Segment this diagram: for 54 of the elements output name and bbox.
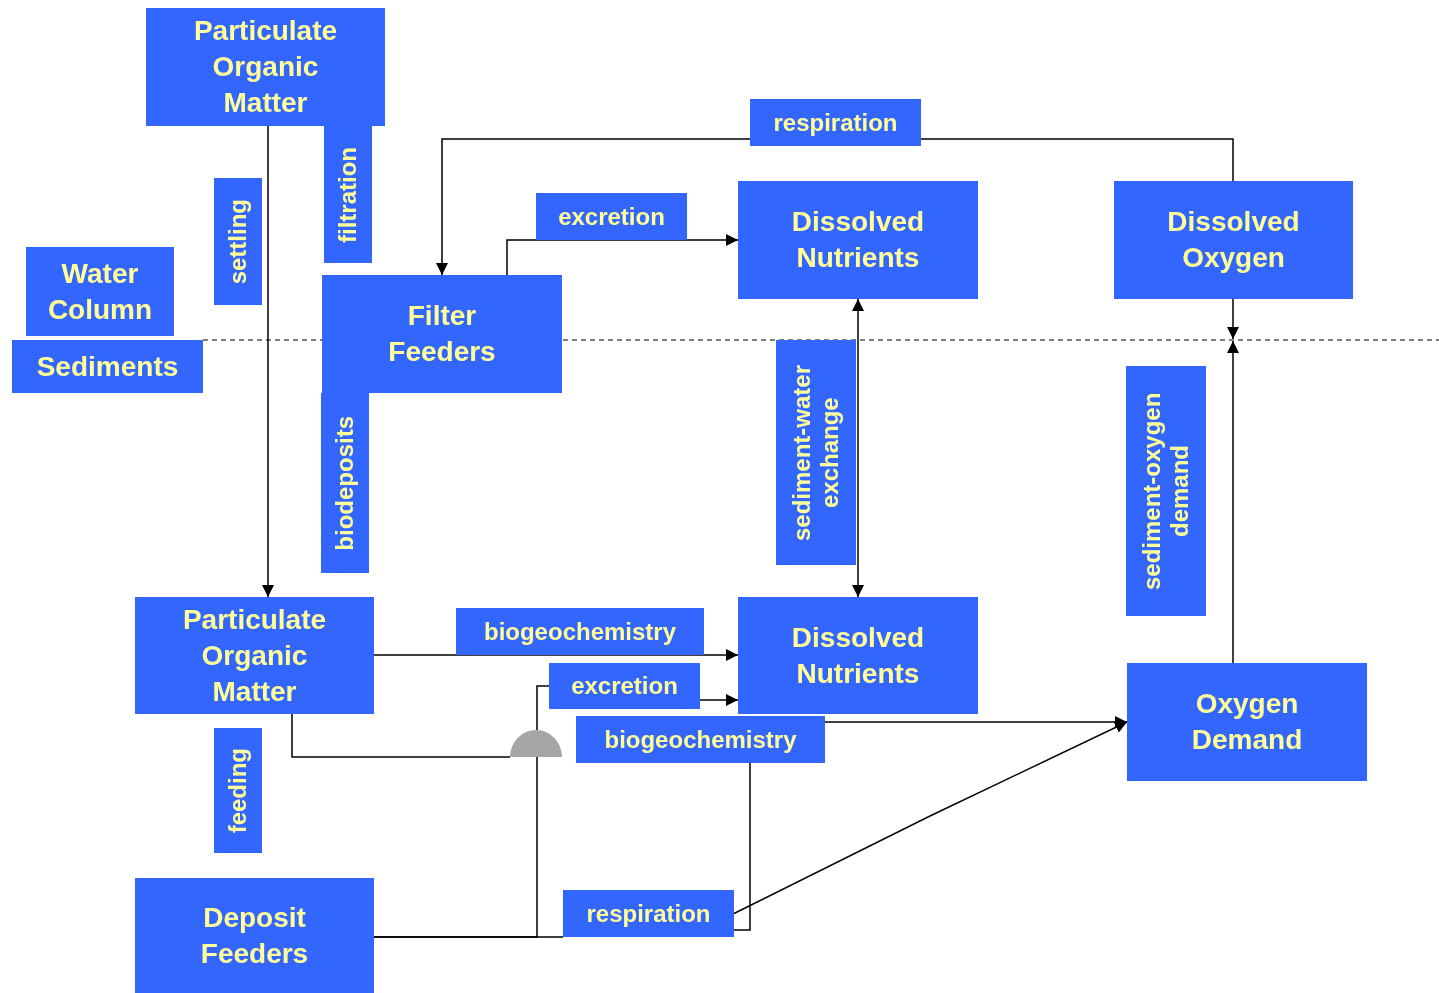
process-box xyxy=(26,247,174,336)
process-label-box xyxy=(536,193,687,240)
process-label-box xyxy=(214,728,262,853)
process-box xyxy=(1114,181,1353,299)
box-label: Sediments xyxy=(36,349,179,384)
box-label: sediment-oxygen demand xyxy=(1138,391,1194,592)
box-label: Dissolved Nutrients xyxy=(790,205,926,275)
arrow xyxy=(1227,298,1239,340)
box-label: excretion xyxy=(571,672,678,700)
process-box xyxy=(135,597,374,714)
box-label: filtration xyxy=(334,146,362,243)
process-label-box xyxy=(776,340,856,565)
box-label: excretion xyxy=(558,202,665,231)
arrow xyxy=(373,649,739,661)
arrow xyxy=(852,298,864,598)
arrow xyxy=(1227,340,1239,664)
box-label: feeding xyxy=(224,747,252,834)
process-label-box xyxy=(456,608,704,655)
box-label: Oxygen Demand xyxy=(1190,687,1304,757)
process-label-box xyxy=(324,126,372,263)
process-label-box xyxy=(576,716,825,763)
box-label: Dissolved Oxygen xyxy=(1166,205,1301,275)
box-label: Particulate Organic Matter xyxy=(192,14,339,120)
box-label: biodeposits xyxy=(331,415,359,551)
arrow xyxy=(699,694,739,706)
box-label: sediment-water exchange xyxy=(788,363,844,543)
box-label: biogeochemistry xyxy=(604,725,797,754)
box-label: biogeochemistry xyxy=(483,617,676,646)
box-label: respiration xyxy=(773,108,898,137)
process-box xyxy=(322,275,562,393)
process-label-box xyxy=(750,99,921,146)
arrow xyxy=(506,234,739,276)
process-box xyxy=(1127,663,1367,781)
arrow xyxy=(824,716,1128,728)
process-label-box xyxy=(549,663,700,709)
process-box xyxy=(146,8,385,126)
arrow xyxy=(262,125,274,598)
arrow xyxy=(436,138,751,276)
process-box xyxy=(135,878,374,993)
box-label: settling xyxy=(224,198,252,285)
process-box xyxy=(738,181,978,299)
process-label-box xyxy=(321,393,369,573)
process-label-box xyxy=(214,178,262,305)
box-label: Dissolved Nutrients xyxy=(790,620,926,691)
process-label-box xyxy=(1126,366,1206,616)
box-label: Water Column xyxy=(46,256,154,327)
box-label: Particulate Organic Matter xyxy=(181,602,328,709)
process-box xyxy=(12,340,203,393)
process-label-box xyxy=(563,890,734,937)
process-box xyxy=(738,597,978,714)
arrow xyxy=(733,721,1128,915)
box-label: Filter Feeders xyxy=(387,299,497,369)
box-label: Deposit Feeders xyxy=(199,900,310,971)
box-label: respiration xyxy=(586,899,711,928)
